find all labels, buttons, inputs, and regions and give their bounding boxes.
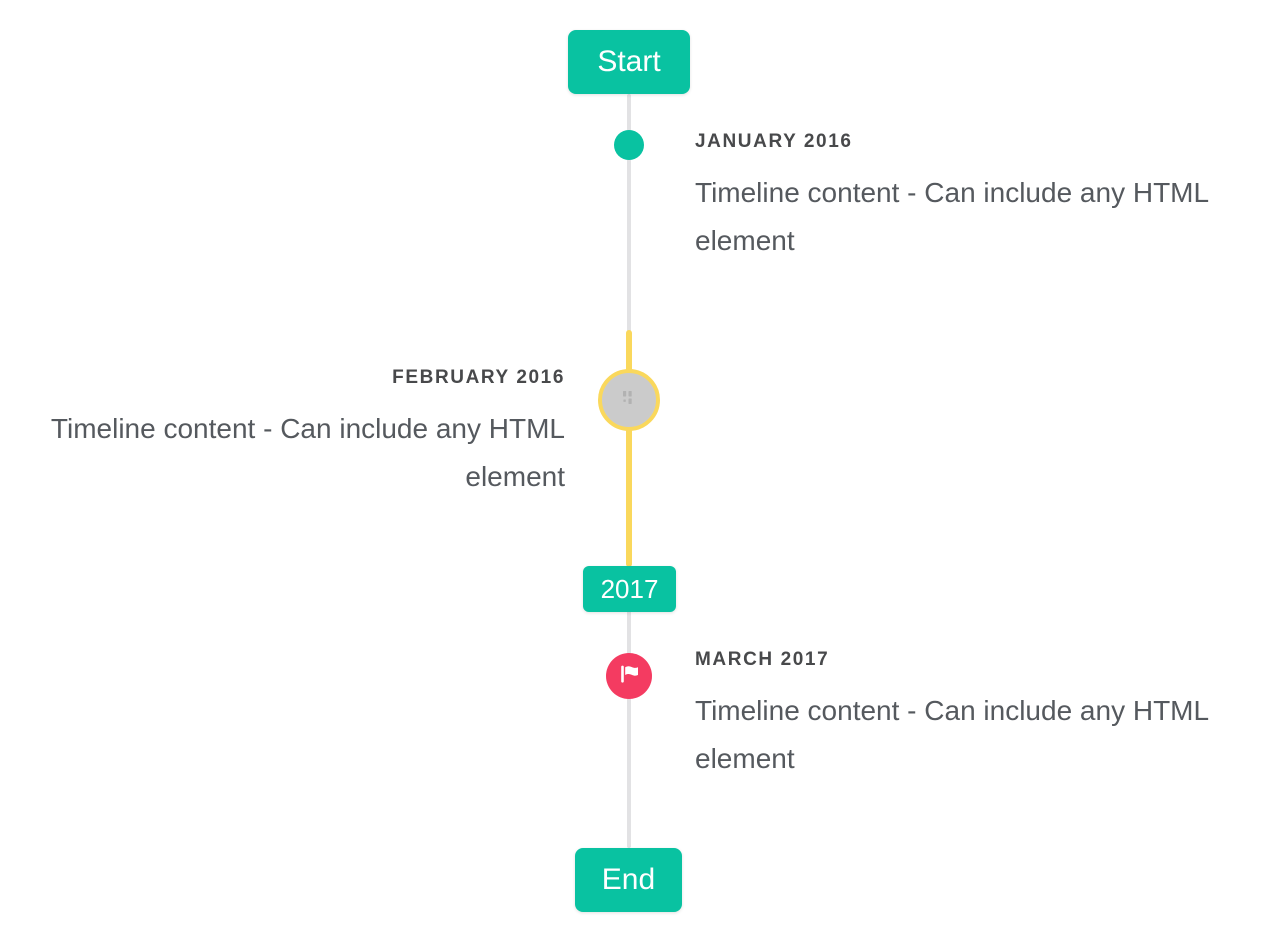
timeline-event-january: JANUARY 2016 Timeline content - Can incl… [695,131,1225,265]
year-badge-label: 2017 [600,573,659,604]
event-content: Timeline content - Can include any HTML … [695,177,1209,256]
flag-marker[interactable] [606,653,652,699]
event-label: MARCH 2017 [695,649,830,670]
image-marker[interactable] [598,369,660,431]
event-content: Timeline content - Can include any HTML … [50,413,565,492]
broken-image-icon [620,390,638,411]
timeline-line-highlight [626,330,632,567]
end-badge-label: End [601,863,656,896]
end-badge[interactable]: End [575,848,682,912]
flag-icon [617,662,641,691]
start-badge[interactable]: Start [568,30,690,94]
event-label: JANUARY 2016 [695,131,853,152]
dot-marker-icon[interactable] [614,130,644,160]
timeline-event-february: FEBRUARY 2016 Timeline content - Can inc… [35,367,565,501]
event-content: Timeline content - Can include any HTML … [695,695,1209,774]
timeline-event-march: MARCH 2017 Timeline content - Can includ… [695,649,1225,783]
event-label: FEBRUARY 2016 [392,367,565,388]
start-badge-label: Start [597,45,661,78]
year-badge[interactable]: 2017 [583,566,676,612]
